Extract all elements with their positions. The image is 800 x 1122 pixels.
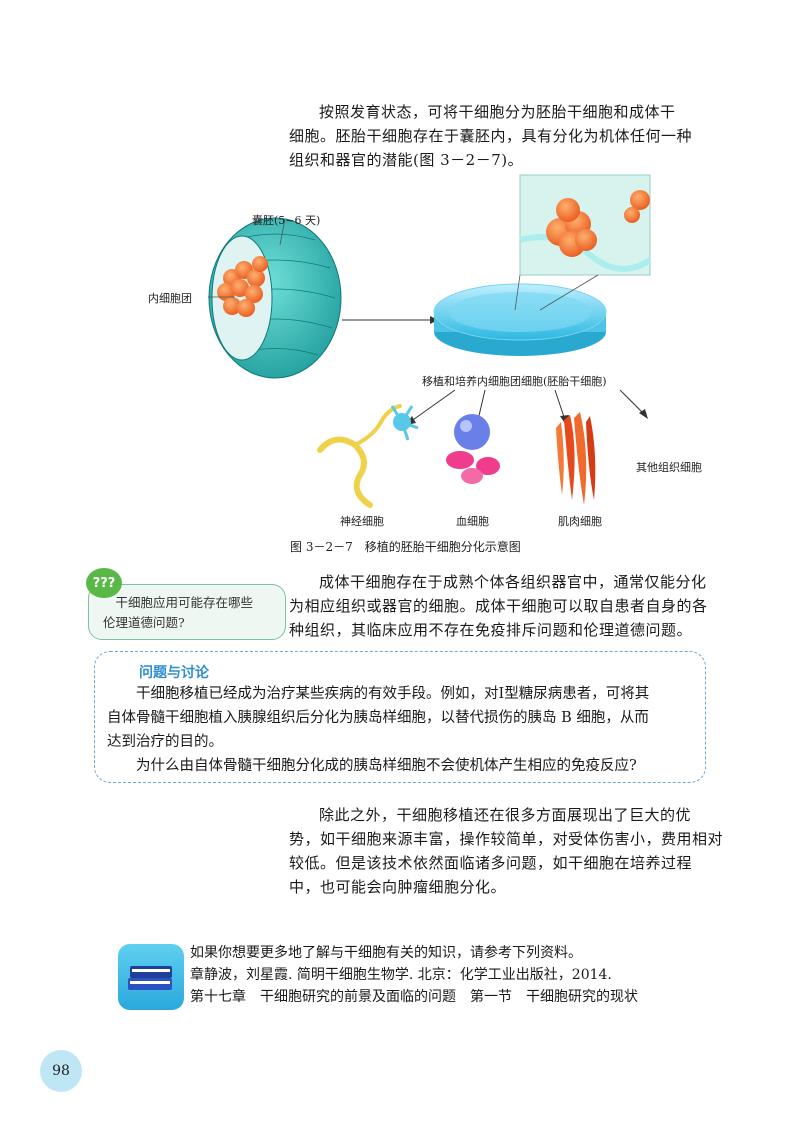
blood-cell-label: 血细胞 [456, 515, 489, 528]
other-cells-label: 其他组织细胞 [636, 461, 702, 474]
reference-line-2: 章静波，刘星霞. 简明干细胞生物学. 北京：化学工业出版社，2014. [190, 967, 612, 983]
figure-caption: 图 3－2－7 移植的胚胎干细胞分化示意图 [290, 540, 521, 554]
nerve-cell-label: 神经细胞 [340, 515, 384, 528]
advantages-line-4: 中，也可能会向肿瘤细胞分化。 [289, 878, 507, 896]
side-note-box: 干细胞应用可能存在哪些 伦理道德问题? [88, 584, 286, 640]
blastocyst-label: 囊胚(5~6 天) [252, 214, 321, 227]
advantages-paragraph: 除此之外，干细胞移植还在很多方面展现出了巨大的优 势，如干细胞来源丰富，操作较简… [289, 803, 729, 899]
advantages-line-3: 较低。但是该技术依然面临诸多问题，如干细胞在培养过程 [289, 854, 693, 872]
magnified-inset [519, 174, 652, 276]
discussion-line-2: 自体骨髓干细胞植入胰腺组织后分化为胰岛样细胞，以替代损伤的胰岛 B 细胞，从而 [107, 710, 649, 726]
blood-cell-illustration [446, 414, 500, 484]
adult-line-1: 成体干细胞存在于成熟个体各组织器官中，通常仅能分化 [319, 573, 707, 591]
page-number: 98 [40, 1050, 82, 1092]
intro-line-3: 组织和器官的潜能(图 3－2－7)。 [289, 151, 524, 169]
advantages-line-1: 除此之外，干细胞移植还在很多方面展现出了巨大的优 [319, 806, 692, 824]
discussion-title: 问题与讨论 [139, 665, 209, 681]
side-note-line-1: 干细胞应用可能存在哪些 [115, 595, 254, 610]
intro-paragraph: 按照发育状态，可将干细胞分为胚胎干细胞和成体干 细胞。胚胎干细胞存在于囊胚内，具… [289, 100, 729, 172]
discussion-line-1: 干细胞移植已经成为治疗某些疾病的有效手段。例如，对Ⅰ型糖尿病患者，可将其 [136, 686, 650, 702]
discussion-line-4: 为什么由自体骨髓干细胞分化成的胰岛样细胞不会使机体产生相应的免疫反应? [136, 758, 637, 774]
adult-line-3: 种组织，其临床应用不存在免疫排斥问题和伦理道德问题。 [289, 621, 693, 639]
discussion-body: 干细胞移植已经成为治疗某些疾病的有效手段。例如，对Ⅰ型糖尿病患者，可将其 自体骨… [107, 682, 703, 778]
muscle-cell-label: 肌肉细胞 [558, 515, 602, 528]
book-icon [118, 944, 184, 1010]
intro-line-2: 细胞。胚胎干细胞存在于囊胚内，具有分化为机体任何一种 [289, 127, 693, 145]
stem-cell-figure [208, 174, 652, 508]
book-icon-graphic [128, 966, 172, 990]
reference-line-3: 第十七章 干细胞研究的前景及面临的问题 第一节 干细胞研究的现状 [190, 989, 638, 1005]
muscle-cell-illustration [556, 412, 596, 505]
discussion-line-3: 达到治疗的目的。 [107, 734, 223, 750]
culture-label: 移植和培养内细胞团细胞(胚胎干细胞) [422, 375, 607, 388]
adult-stem-cell-paragraph: 成体干细胞存在于成熟个体各组织器官中，通常仅能分化 为相应组织或器官的细胞。成体… [289, 570, 729, 642]
reference-block: 如果你想要更多地了解与干细胞有关的知识，请参考下列资料。 章静波，刘星霞. 简明… [190, 942, 638, 1008]
inner-cell-mass [217, 256, 268, 317]
question-icon: ??? [86, 568, 122, 598]
nerve-cell-illustration [317, 404, 419, 508]
page-number-text: 98 [52, 1063, 70, 1079]
petri-dish-illustration [433, 283, 607, 356]
reference-line-1: 如果你想要更多地了解与干细胞有关的知识，请参考下列资料。 [190, 945, 582, 961]
advantages-line-2: 势，如干细胞来源丰富，操作较简单，对受体伤害小，费用相对 [289, 830, 724, 848]
side-note-line-2: 伦理道德问题? [103, 615, 185, 630]
inner-cell-mass-label: 内细胞团 [148, 292, 192, 305]
blastocyst-illustration [208, 217, 342, 379]
discussion-box: 问题与讨论 干细胞移植已经成为治疗某些疾病的有效手段。例如，对Ⅰ型糖尿病患者，可… [94, 651, 706, 783]
question-icon-text: ??? [92, 575, 116, 591]
adult-line-2: 为相应组织或器官的细胞。成体干细胞可以取自患者自身的各 [289, 597, 708, 615]
intro-line-1: 按照发育状态，可将干细胞分为胚胎干细胞和成体干 [319, 103, 676, 121]
